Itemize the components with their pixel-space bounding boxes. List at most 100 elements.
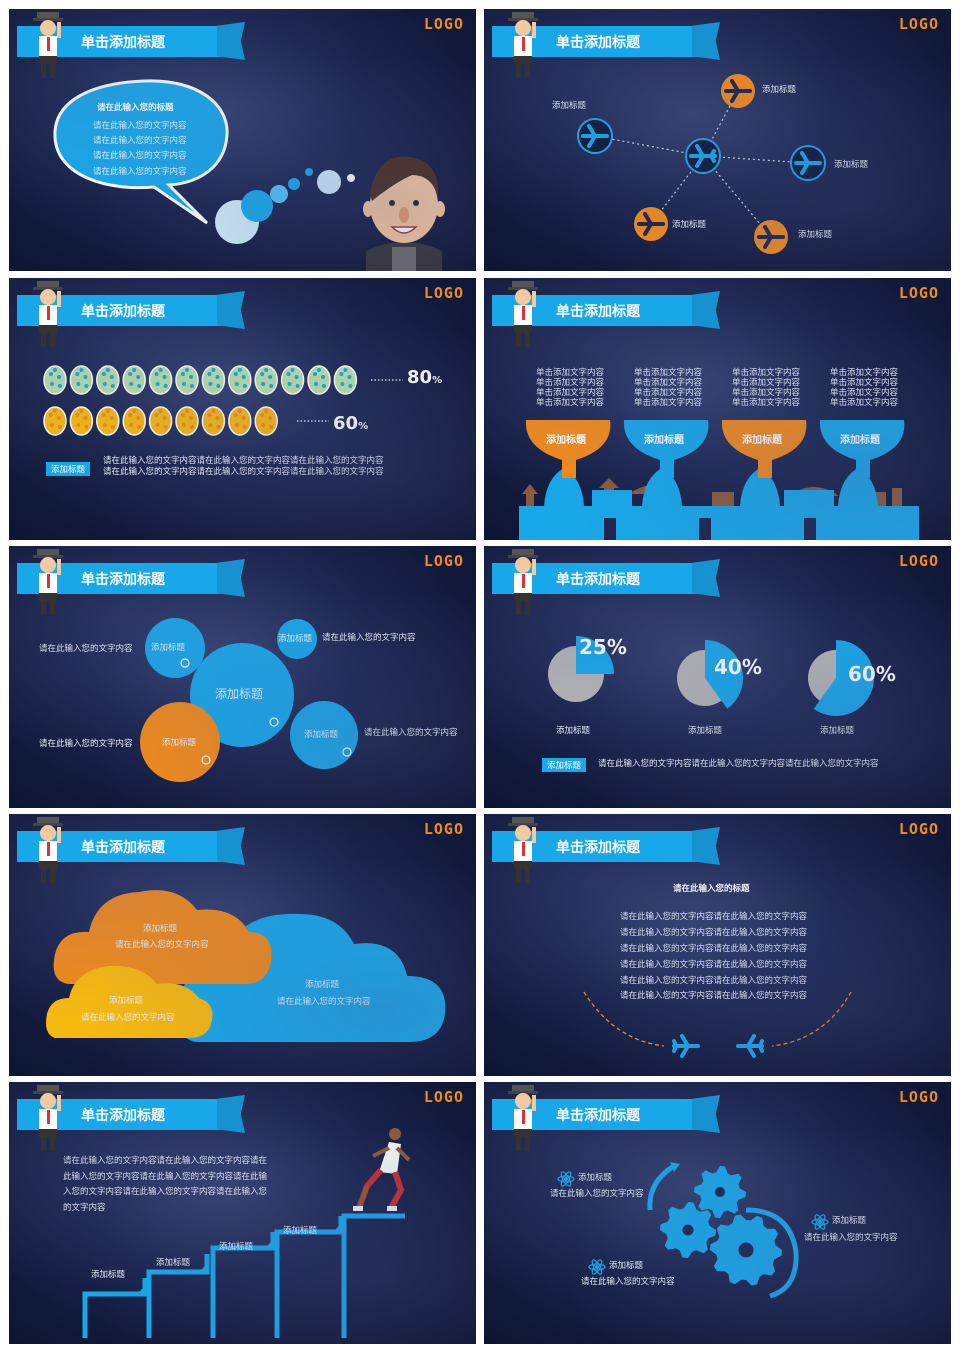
bubble-line: 请在此输入您的文字内容 (93, 151, 187, 161)
slide-8[interactable]: 单击添加标题 LOGO 请在此输入您的标题 请在此输入您的文字内容请在此输入您的… (484, 814, 951, 1076)
boy-character-icon (363, 156, 445, 271)
node-label: 添加标题 (552, 101, 587, 111)
slide-title[interactable]: 单击添加标题 (81, 1108, 165, 1124)
step-label: 添加标题 (156, 1258, 191, 1268)
cloud-title: 添加标题 (109, 996, 144, 1006)
content-line: 请在此输入您的文字内容请在此输入您的文字内容 (620, 960, 808, 970)
column-line: 单击添加文字内容 (732, 398, 801, 408)
slide-1[interactable]: 单击添加标题 LOGO 请在此输入您的标题 请在此输入您的文字内容 请在此输入您… (9, 9, 476, 271)
side-text: 请在此输入您的文字内容 (39, 739, 133, 749)
slide-5[interactable]: 单击添加标题 LOGO 添加标题 添加标题 添加标题 添加标题 添加标题 请在此… (9, 546, 476, 808)
step-label: 添加标题 (91, 1270, 126, 1280)
slide-title[interactable]: 单击添加标题 (81, 840, 165, 856)
column-line: 单击添加文字内容 (830, 388, 899, 398)
slide-title[interactable]: 单击添加标题 (556, 572, 640, 588)
logo: LOGO (898, 820, 939, 838)
column-line: 单击添加文字内容 (634, 378, 703, 388)
paragraph-line: 入您的文字内容请在此输入您的文字内容请在此输入您 (63, 1187, 268, 1197)
column-line: 单击添加文字内容 (732, 368, 801, 378)
slide-7[interactable]: 单击添加标题 LOGO 添加标题 请在此输入您的文字内容 添加标题 请在此输入您… (9, 814, 476, 1076)
egg-icon (43, 365, 67, 395)
logo: LOGO (423, 552, 464, 570)
mascot-icon (33, 12, 63, 78)
logo: LOGO (423, 15, 464, 33)
mascot-icon (508, 12, 538, 78)
column-label: 添加标题 (742, 435, 782, 446)
step-label: 添加标题 (283, 1226, 318, 1236)
step-label: 添加标题 (219, 1242, 254, 1252)
column-line: 单击添加文字内容 (536, 378, 605, 388)
stairs (82, 1128, 411, 1338)
egg-icon (175, 406, 199, 436)
side-text: 请在此输入您的文字内容 (39, 644, 133, 654)
paragraph-line: 请在此输入您的文字内容请在此输入您的文字内容请在 (63, 1156, 268, 1166)
column-line: 单击添加文字内容 (536, 398, 605, 408)
pie-label: 添加标题 (820, 726, 855, 736)
pie-pct: 25% (579, 635, 627, 659)
column-label: 添加标题 (546, 435, 586, 446)
pie-charts (548, 636, 874, 716)
atom-icons (557, 1171, 829, 1275)
cloud-text: 请在此输入您的文字内容 (115, 940, 209, 950)
logo: LOGO (898, 284, 939, 302)
gears-icon (647, 1162, 799, 1299)
slide-3[interactable]: 单击添加标题 LOGO 80% 60% 添加标题 请在此输入您的文字内容请在此输… (9, 278, 476, 540)
item-text: 请在此输入您的文字内容 (804, 1233, 898, 1243)
side-text: 请在此输入您的文字内容 (364, 728, 458, 738)
item-title: 添加标题 (578, 1173, 613, 1183)
slide-title[interactable]: 单击添加标题 (556, 35, 640, 51)
logo: LOGO (423, 1088, 464, 1106)
tag-label: 添加标题 (46, 462, 91, 476)
slide-4[interactable]: 单击添加标题 LOGO 单击添加文字内容 单击添加文字内容 单击添加文字内容 单… (484, 278, 951, 540)
content-line: 请在此输入您的文字内容请在此输入您的文字内容 (620, 991, 808, 1001)
cloud-title: 添加标题 (305, 980, 340, 990)
content-line: 请在此输入您的文字内容请在此输入您的文字内容 (620, 912, 808, 922)
pie-slice (576, 636, 614, 674)
egg-icon (201, 365, 226, 395)
slide-9[interactable]: 单击添加标题 LOGO 请在此输入您的文字内容请在此输入您的文字内容请在 此输入… (9, 1082, 476, 1344)
column-line: 单击添加文字内容 (830, 398, 899, 408)
item-text: 请在此输入您的文字内容 (550, 1189, 644, 1199)
column-line: 单击添加文字内容 (830, 378, 899, 388)
airplane-network (577, 74, 826, 254)
content-title: 请在此输入您的标题 (673, 884, 750, 894)
egg-icon (43, 406, 67, 436)
slide-10[interactable]: 单击添加标题 LOGO 添加标题 请在此输入您的文字内容 添加标题 请在此输入您… (484, 1082, 951, 1344)
circle-label: 添加标题 (151, 643, 186, 653)
cloud-title: 添加标题 (143, 924, 178, 934)
pie-label: 添加标题 (688, 726, 723, 736)
mascot-icon (508, 817, 538, 883)
center-label: 添加标题 (215, 687, 264, 701)
clouds (46, 890, 446, 1042)
cloud-text: 请在此输入您的文字内容 (81, 1013, 175, 1023)
gear-icon (694, 1166, 746, 1218)
tag-label: 添加标题 (542, 758, 587, 772)
egg-icon (69, 406, 94, 436)
pie-pct: 40% (714, 655, 762, 679)
slide-title[interactable]: 单击添加标题 (81, 304, 165, 320)
egg-icon (96, 365, 120, 395)
slide-title[interactable]: 单击添加标题 (556, 304, 640, 320)
column-line: 单击添加文字内容 (634, 388, 703, 398)
gear-icon (660, 1202, 716, 1258)
egg-icon (228, 406, 252, 436)
logo: LOGO (423, 820, 464, 838)
paragraph-line: 此输入您的文字内容请在此输入您的文字内容请在此输 (63, 1172, 268, 1182)
slide-title[interactable]: 单击添加标题 (556, 1108, 640, 1124)
gear-icon (710, 1214, 782, 1286)
cloud-text: 请在此输入您的文字内容 (277, 997, 371, 1007)
slide-2[interactable]: 单击添加标题 LOGO 添加标题 添加标题 添加标题 添加标题 添加标题 (484, 9, 951, 271)
egg-icon (122, 365, 146, 395)
slide-6[interactable]: 单击添加标题 LOGO 25% 40% 60% 添加标题 添加标题 添加标题 添… (484, 546, 951, 808)
pie-slice (813, 640, 874, 716)
arrow-head (670, 1162, 680, 1172)
desc-line: 请在此输入您的文字内容请在此输入您的文字内容请在此输入您的文字内容 (103, 456, 384, 466)
slide-title[interactable]: 单击添加标题 (556, 840, 640, 856)
egg-icon (280, 365, 305, 395)
slide-title[interactable]: 单击添加标题 (81, 35, 165, 51)
node-label: 添加标题 (672, 220, 707, 230)
column-line: 单击添加文字内容 (732, 388, 801, 398)
slide-title[interactable]: 单击添加标题 (81, 572, 165, 588)
egg-icon (148, 406, 173, 436)
bubble-line: 请在此输入您的文字内容 (93, 121, 187, 131)
